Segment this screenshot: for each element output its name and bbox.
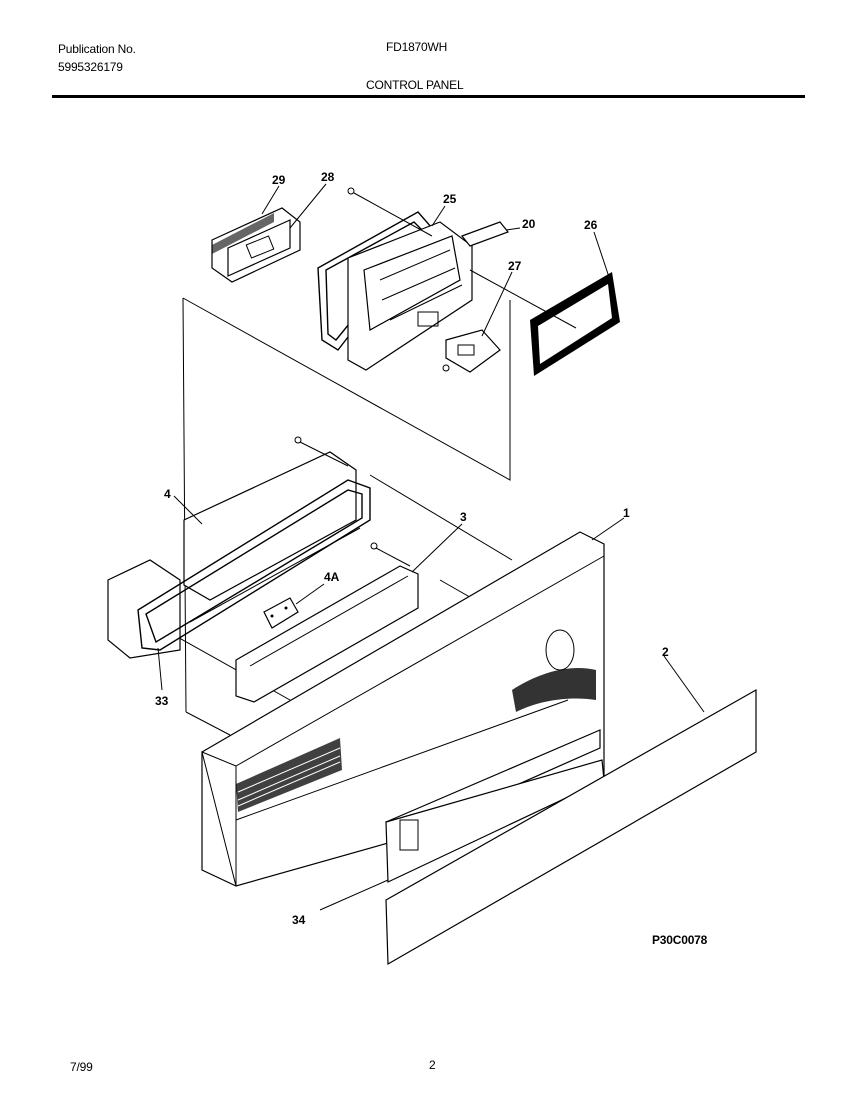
- part-4a-plate: [263, 597, 299, 629]
- part-3-tray: [235, 542, 419, 703]
- callout-28: 28: [321, 170, 335, 184]
- footer-date: 7/99: [70, 1060, 93, 1074]
- part-2-trim-strip: [385, 688, 757, 966]
- section-title: CONTROL PANEL: [366, 78, 464, 92]
- callout-4a: 4A: [324, 570, 340, 584]
- callout-20: 20: [522, 217, 536, 231]
- publication-number: 5995326179: [58, 60, 123, 74]
- publication-label: Publication No.: [58, 42, 136, 56]
- model-number: FD1870WH: [386, 40, 448, 54]
- part-27-connector: [442, 329, 501, 373]
- callout-25: 25: [443, 192, 457, 206]
- part-29-bezel: [211, 207, 301, 283]
- callout-3: 3: [460, 510, 467, 524]
- part-26-window: [469, 269, 620, 376]
- leader-lines: [157, 183, 705, 911]
- callout-4: 4: [164, 487, 171, 501]
- callout-29: 29: [272, 173, 286, 187]
- callout-26: 26: [584, 218, 598, 232]
- part-25-housing: [347, 221, 473, 371]
- callouts: 29 28 25 20 26 27 4 3 1 4A 33 2 34: [155, 170, 669, 927]
- callout-34: 34: [292, 913, 306, 927]
- figure-code: P30C0078: [652, 933, 708, 947]
- callout-27: 27: [508, 259, 522, 273]
- header-rule: [52, 95, 805, 98]
- callout-2: 2: [662, 645, 669, 659]
- callout-33: 33: [155, 694, 169, 708]
- screw-top: [347, 187, 433, 237]
- page-number: 2: [429, 1058, 436, 1072]
- part-20-board: [461, 221, 509, 247]
- part-4-bracket: [107, 436, 371, 659]
- callout-1: 1: [623, 506, 630, 520]
